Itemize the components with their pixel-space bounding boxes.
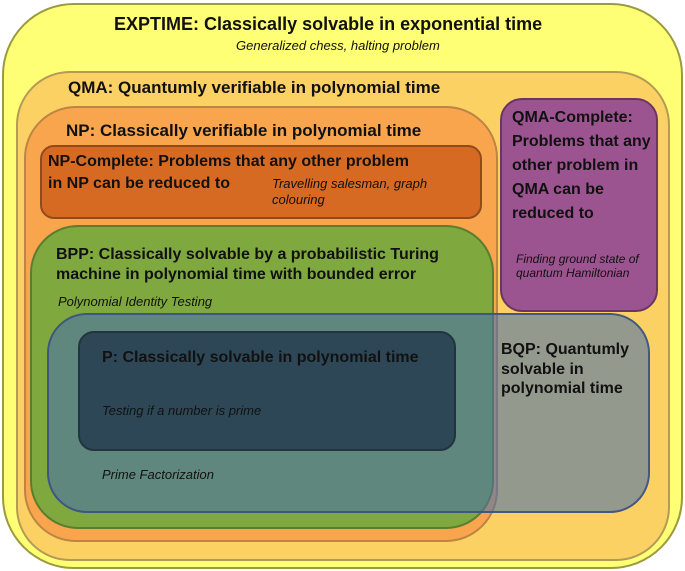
qma-complete-example: Finding ground state of quantum Hamilton… — [516, 252, 639, 281]
p-region — [78, 331, 456, 451]
np-title: NP: Classically verifiable in polynomial… — [66, 121, 422, 140]
qma-complete-region — [500, 98, 658, 312]
qma-complete-title: QMA-Complete: Problems that any other pr… — [512, 109, 651, 222]
p-example: Testing if a number is prime — [102, 403, 262, 418]
bpp-example: Polynomial Identity Testing — [58, 294, 213, 309]
np-complete-title-line2: in NP can be reduced to — [48, 175, 230, 192]
bpp-title: BPP: Classically solvable by a probabili… — [56, 246, 439, 283]
exptime-title: EXPTIME: Classically solvable in exponen… — [114, 14, 543, 34]
p-title: P: Classically solvable in polynomial ti… — [102, 349, 419, 366]
np-complete-title-line1: NP-Complete: Problems that any other pro… — [48, 153, 409, 170]
exptime-example: Generalized chess, halting problem — [236, 38, 440, 53]
np-complete-example: Travelling salesman, graph colouring — [272, 176, 428, 207]
bqp-title: BQP: Quantumly solvable in polynomial ti… — [501, 341, 630, 398]
qma-title: QMA: Quantumly verifiable in polynomial … — [68, 78, 441, 97]
bqp-example: Prime Factorization — [102, 467, 214, 482]
np-complete-region — [40, 145, 482, 219]
